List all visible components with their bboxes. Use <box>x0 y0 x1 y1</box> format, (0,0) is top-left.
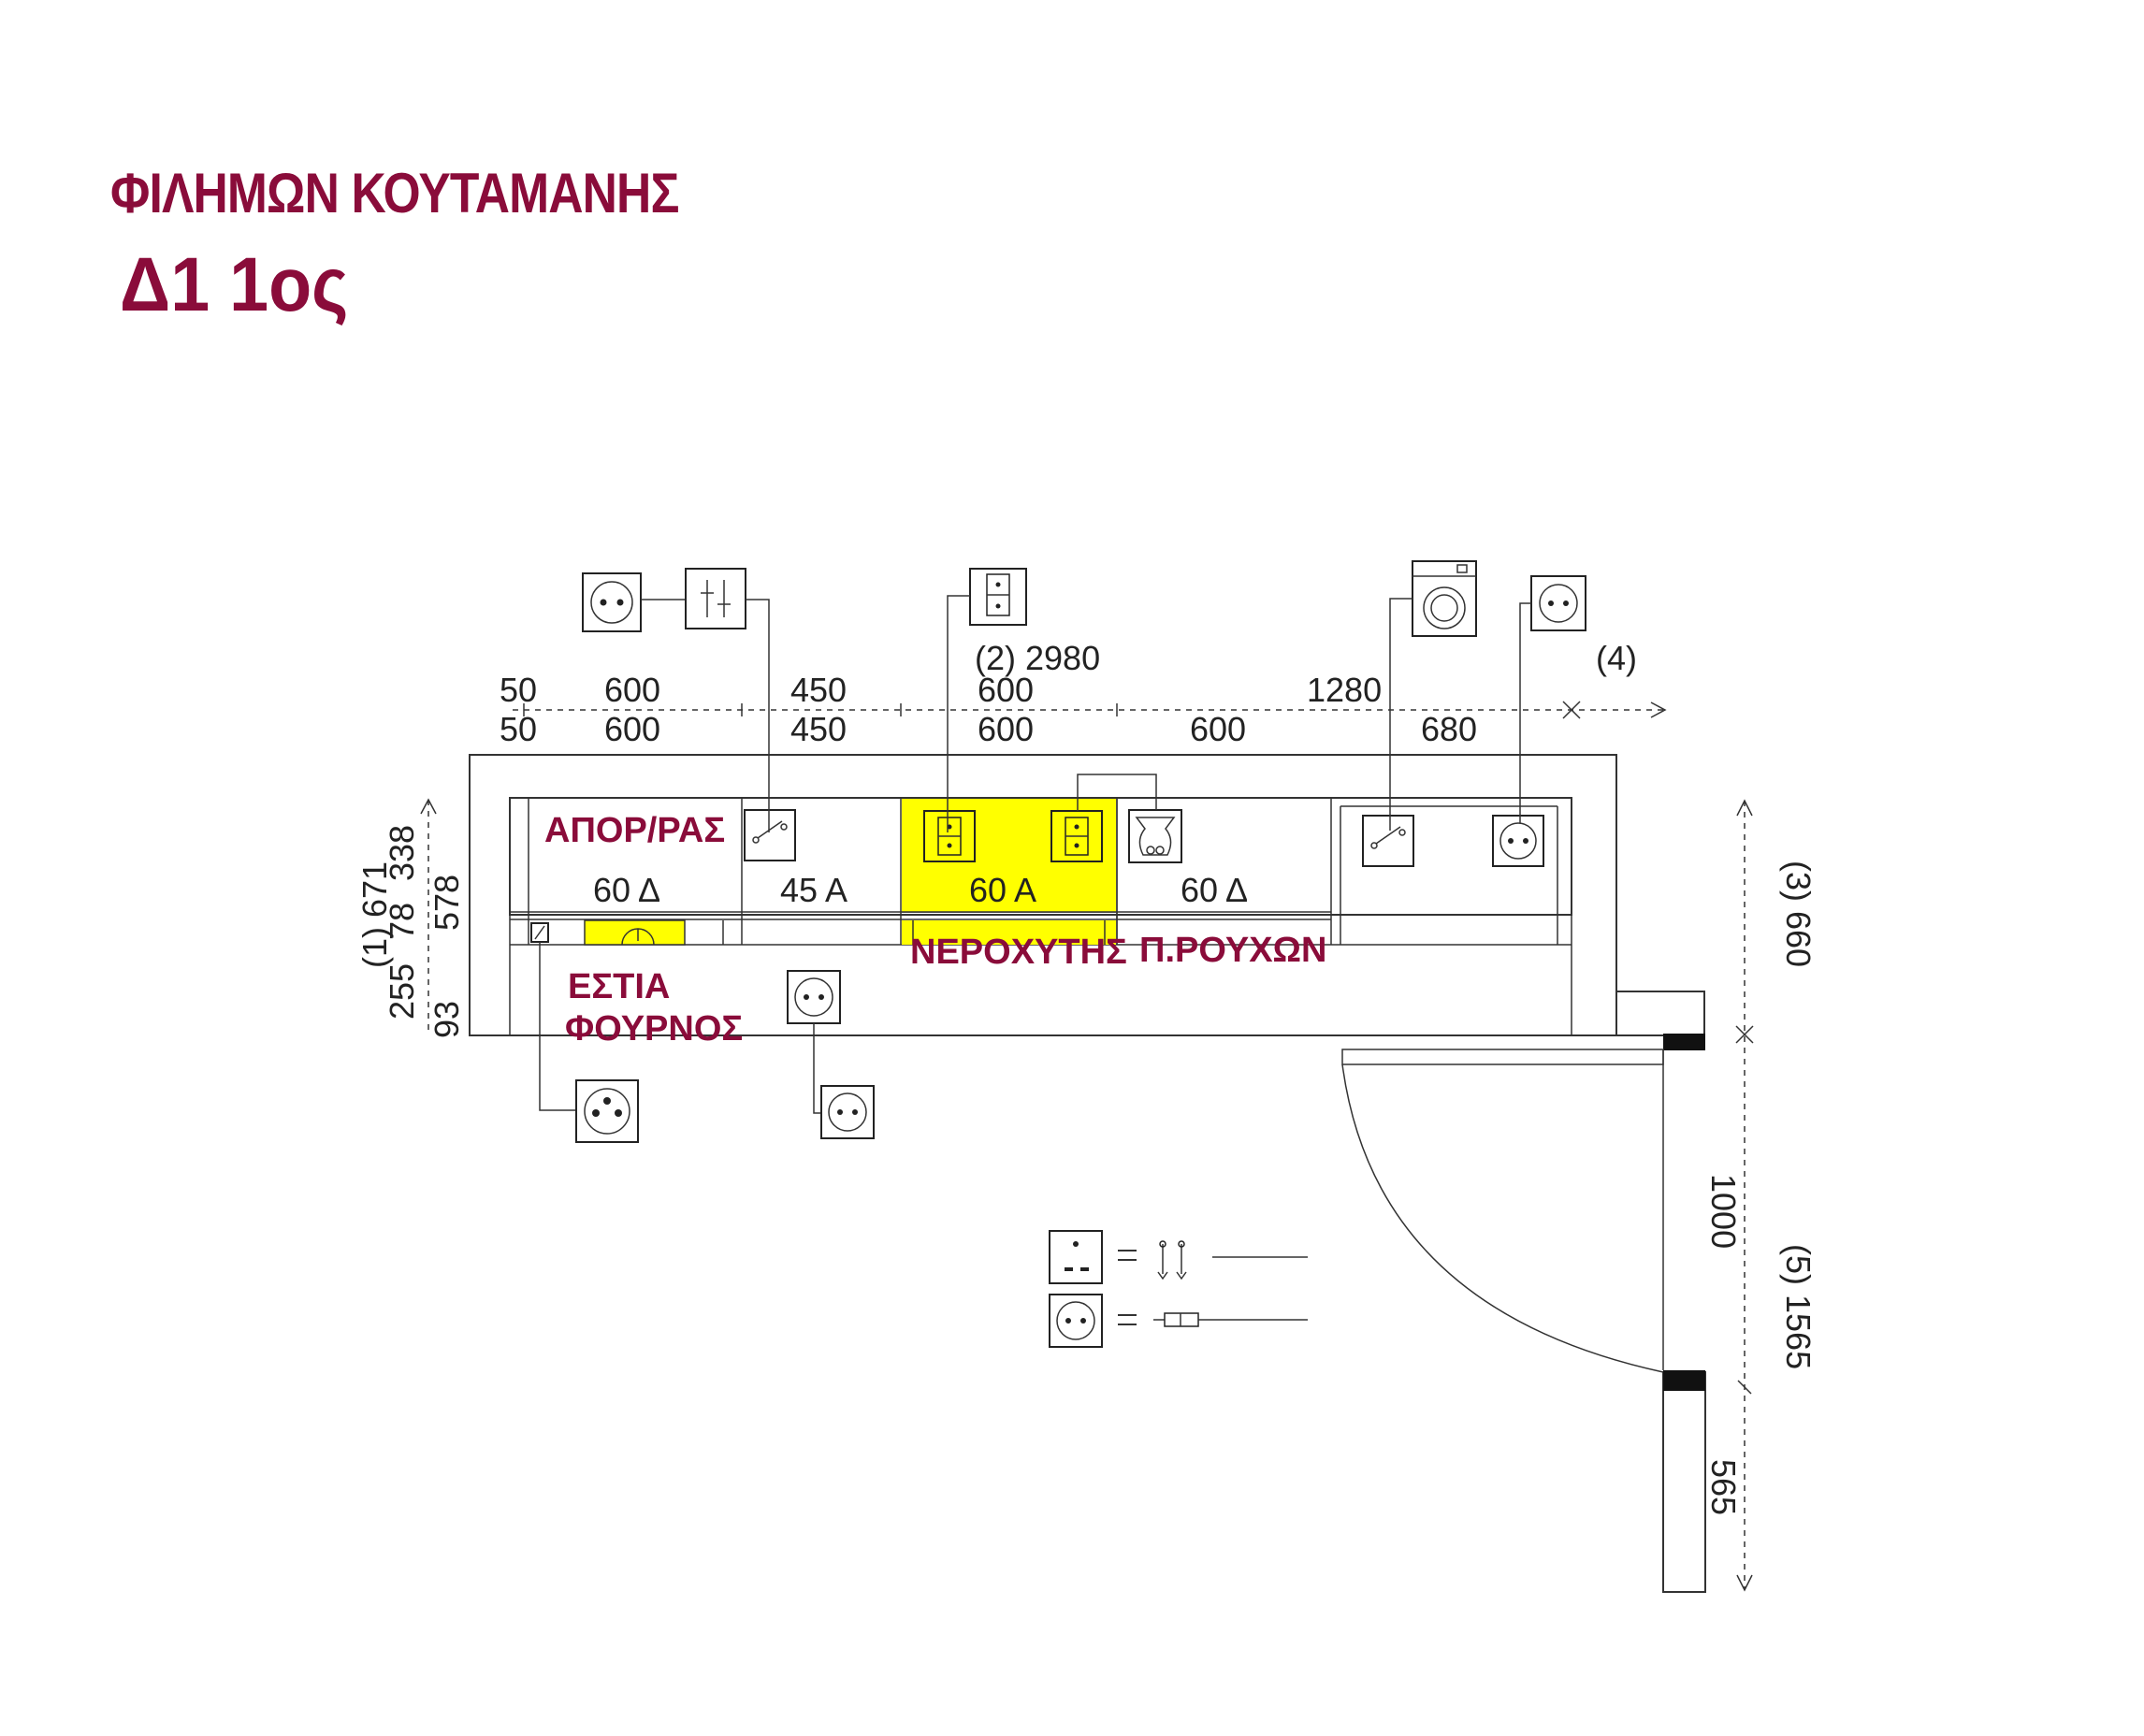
dim-corner-note: (4) <box>1596 639 1637 677</box>
wire-switch-down <box>746 599 770 832</box>
socket-icon <box>787 970 841 1024</box>
dim-top1-4: 1280 <box>1307 671 1382 709</box>
washing-machine-icon <box>1412 560 1477 637</box>
legend-switch-symbol <box>1157 1240 1187 1280</box>
double-switch-icon <box>685 568 746 629</box>
cabinet-unit-1: 60 Δ <box>593 871 660 909</box>
upper-cabinets-band <box>509 797 1572 916</box>
dim-top1-2: 450 <box>790 671 847 709</box>
dishwasher-icon <box>1050 810 1103 862</box>
cabinet-unit-4: 60 Δ <box>1181 871 1248 909</box>
dim-left-255: 255 <box>383 963 421 1020</box>
socket-icon <box>582 572 642 632</box>
label-neroxytis: ΝΕΡΟΧΥΤΗΣ <box>910 933 1127 972</box>
oven-highlight <box>584 919 686 946</box>
legend-socket-switched <box>1049 1230 1103 1284</box>
label-plyntirio: Π.ΡΟΥΧΩΝ <box>1139 931 1326 970</box>
sink-bottom-highlight <box>902 920 1116 945</box>
socket-icon <box>1530 575 1586 631</box>
cabinet-label-apor: ΑΠΟΡ/ΡΑΣ <box>544 811 725 850</box>
dim-total-top: (2) 2980 <box>975 639 1100 677</box>
wall-segment-lower <box>1662 1371 1706 1593</box>
dim-left-93: 93 <box>427 1001 466 1038</box>
dim-arrow-top <box>1650 702 1667 718</box>
wire-oven-socket <box>539 942 576 1111</box>
dim-right-660: (3) 660 <box>1779 861 1818 967</box>
label-estia: ΕΣΤΙΑ <box>568 967 670 1006</box>
cabinet-unit-2: 45 Α <box>780 871 847 909</box>
wall-black-2 <box>1663 1370 1705 1391</box>
wire-bottom-socket <box>813 1023 821 1114</box>
dim-arrow-right-bottom <box>1736 1574 1753 1592</box>
dim-top1-1: 600 <box>604 671 660 709</box>
dim-arrow-left <box>420 798 437 815</box>
switch-icon <box>744 809 796 861</box>
dim-arrow-right-top <box>1736 799 1753 817</box>
wire-socket-right <box>1519 602 1531 823</box>
wall-step <box>1615 755 1705 1036</box>
dim-left-338: 338 <box>383 825 421 881</box>
door-swing-arc <box>1341 1063 1664 1373</box>
dim-top2-5: 680 <box>1421 710 1477 748</box>
apartment-code: Δ1 1ος <box>120 242 349 327</box>
hood-icon <box>1128 809 1182 863</box>
legend-fuse-icon <box>1153 1312 1308 1327</box>
switch-icon <box>1362 815 1414 867</box>
dim-ticks-right <box>1735 1025 1754 1395</box>
owner-name: ΦΙΛΗΜΩΝ ΚΟΥΤΑΜΑΝΗΣ <box>110 162 679 224</box>
dim-right-565: 565 <box>1704 1459 1743 1515</box>
label-fournos: ΦΟΥΡΝΟΣ <box>565 1009 743 1049</box>
dim-left-578: 578 <box>427 875 466 931</box>
dim-ticks-top <box>523 701 1581 719</box>
dim-left-total: (1) 671 <box>355 861 394 968</box>
dim-top2-1: 600 <box>604 710 660 748</box>
legend-equals-1 <box>1118 1250 1137 1261</box>
socket-icon <box>1492 815 1544 867</box>
dishwasher-icon <box>969 568 1027 626</box>
wire-dishwasher-down <box>947 595 970 832</box>
oven-clock-icon <box>621 928 655 946</box>
dim-top1-0: 50 <box>500 671 537 709</box>
door-leaf <box>1341 1049 1664 1065</box>
dim-right-1565: (5) 1565 <box>1779 1244 1818 1369</box>
legend-socket <box>1049 1294 1103 1348</box>
dim-top1-3: 600 <box>978 671 1034 709</box>
dim-top2-3: 600 <box>978 710 1034 748</box>
wire-hood <box>1077 774 1157 811</box>
dim-top2-2: 450 <box>790 710 847 748</box>
dim-top2-4: 600 <box>1190 710 1246 748</box>
wire-washer-down <box>1389 598 1412 831</box>
dim-top2-0: 50 <box>500 710 537 748</box>
three-phase-socket-icon <box>575 1079 639 1143</box>
wall-black-1 <box>1663 1034 1705 1050</box>
socket-icon <box>820 1085 875 1139</box>
dim-left-78: 78 <box>383 903 421 940</box>
cabinet-unit-3: 60 Α <box>969 871 1036 909</box>
small-switch-icon <box>530 922 549 943</box>
dim-right-1000: 1000 <box>1704 1174 1743 1249</box>
legend-equals-2 <box>1118 1314 1137 1325</box>
